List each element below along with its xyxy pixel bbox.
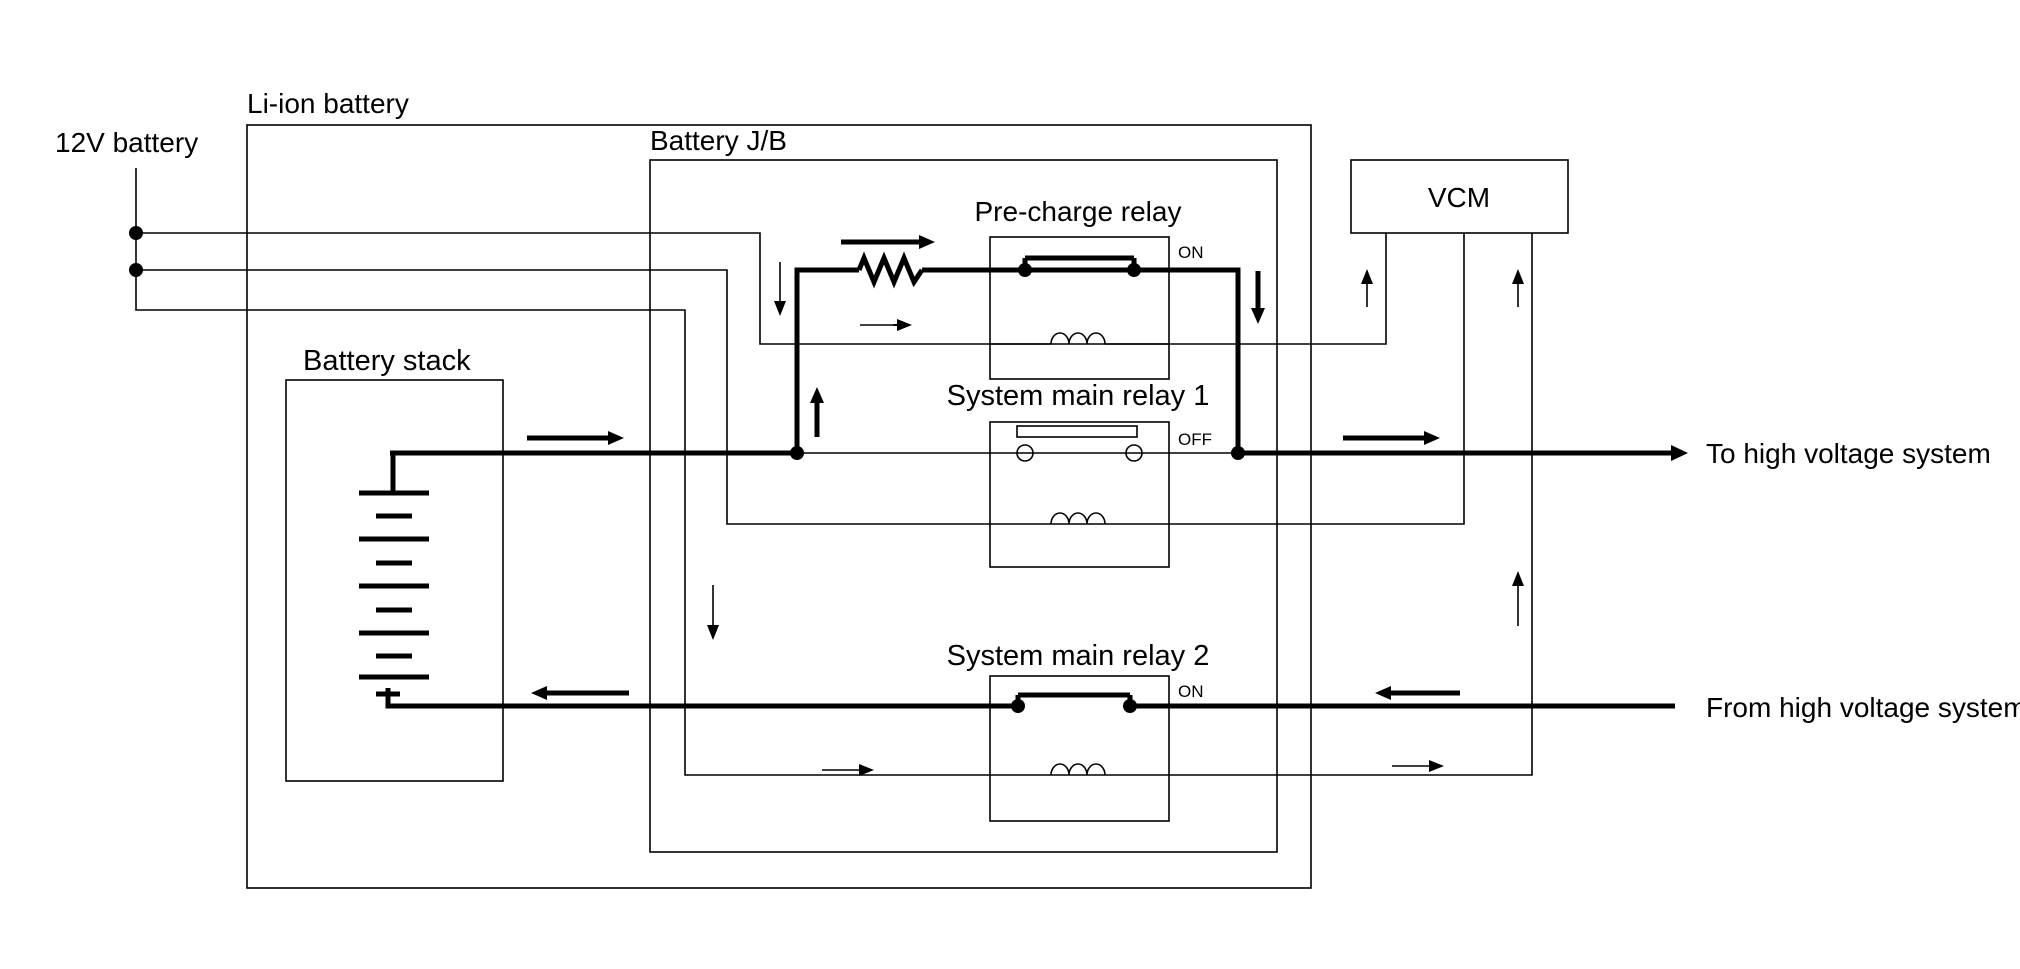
battery-cell-symbol xyxy=(359,490,429,697)
li-ion-battery-label: Li-ion battery xyxy=(247,88,409,119)
pre-charge-relay-label: Pre-charge relay xyxy=(975,196,1182,227)
to-high-voltage-label: To high voltage system xyxy=(1706,438,1991,469)
twelve-v-junction-1 xyxy=(129,226,143,240)
battery-stack-box xyxy=(285,379,504,782)
from-high-voltage-label: From high voltage system xyxy=(1706,692,2020,723)
battery-jb-enclosure xyxy=(649,159,1278,853)
relay1-input-junction xyxy=(790,446,804,460)
system-main-relay-2-label: System main relay 2 xyxy=(947,640,1210,672)
to-high-voltage-arrowhead xyxy=(1671,445,1688,461)
system-main-relay-1-label: System main relay 1 xyxy=(947,380,1210,412)
twelve-v-battery-label: 12V battery xyxy=(55,127,198,158)
battery-stack-label: Battery stack xyxy=(303,345,471,377)
current-flow-arrows xyxy=(527,235,1524,776)
system-main-relay-1-state: OFF xyxy=(1178,430,1212,449)
relay1-output-junction xyxy=(1231,446,1245,460)
battery-jb-label: Battery J/B xyxy=(650,125,787,156)
system-main-relay-1: System main relay 1 OFF xyxy=(947,380,1212,568)
pre-charge-relay: Pre-charge relay ON xyxy=(975,196,1204,380)
vcm-box xyxy=(1350,159,1569,234)
pre-charge-relay-state: ON xyxy=(1178,243,1204,262)
system-main-relay-2-state: ON xyxy=(1178,682,1204,701)
high-current-wiring xyxy=(385,251,1688,709)
twelve-v-junction-2 xyxy=(129,263,143,277)
vcm-label: VCM xyxy=(1428,182,1490,213)
system-main-relay-2: System main relay 2 ON xyxy=(947,640,1210,822)
li-ion-battery-enclosure xyxy=(246,124,1312,889)
twelve-v-control-wiring xyxy=(129,168,1533,776)
